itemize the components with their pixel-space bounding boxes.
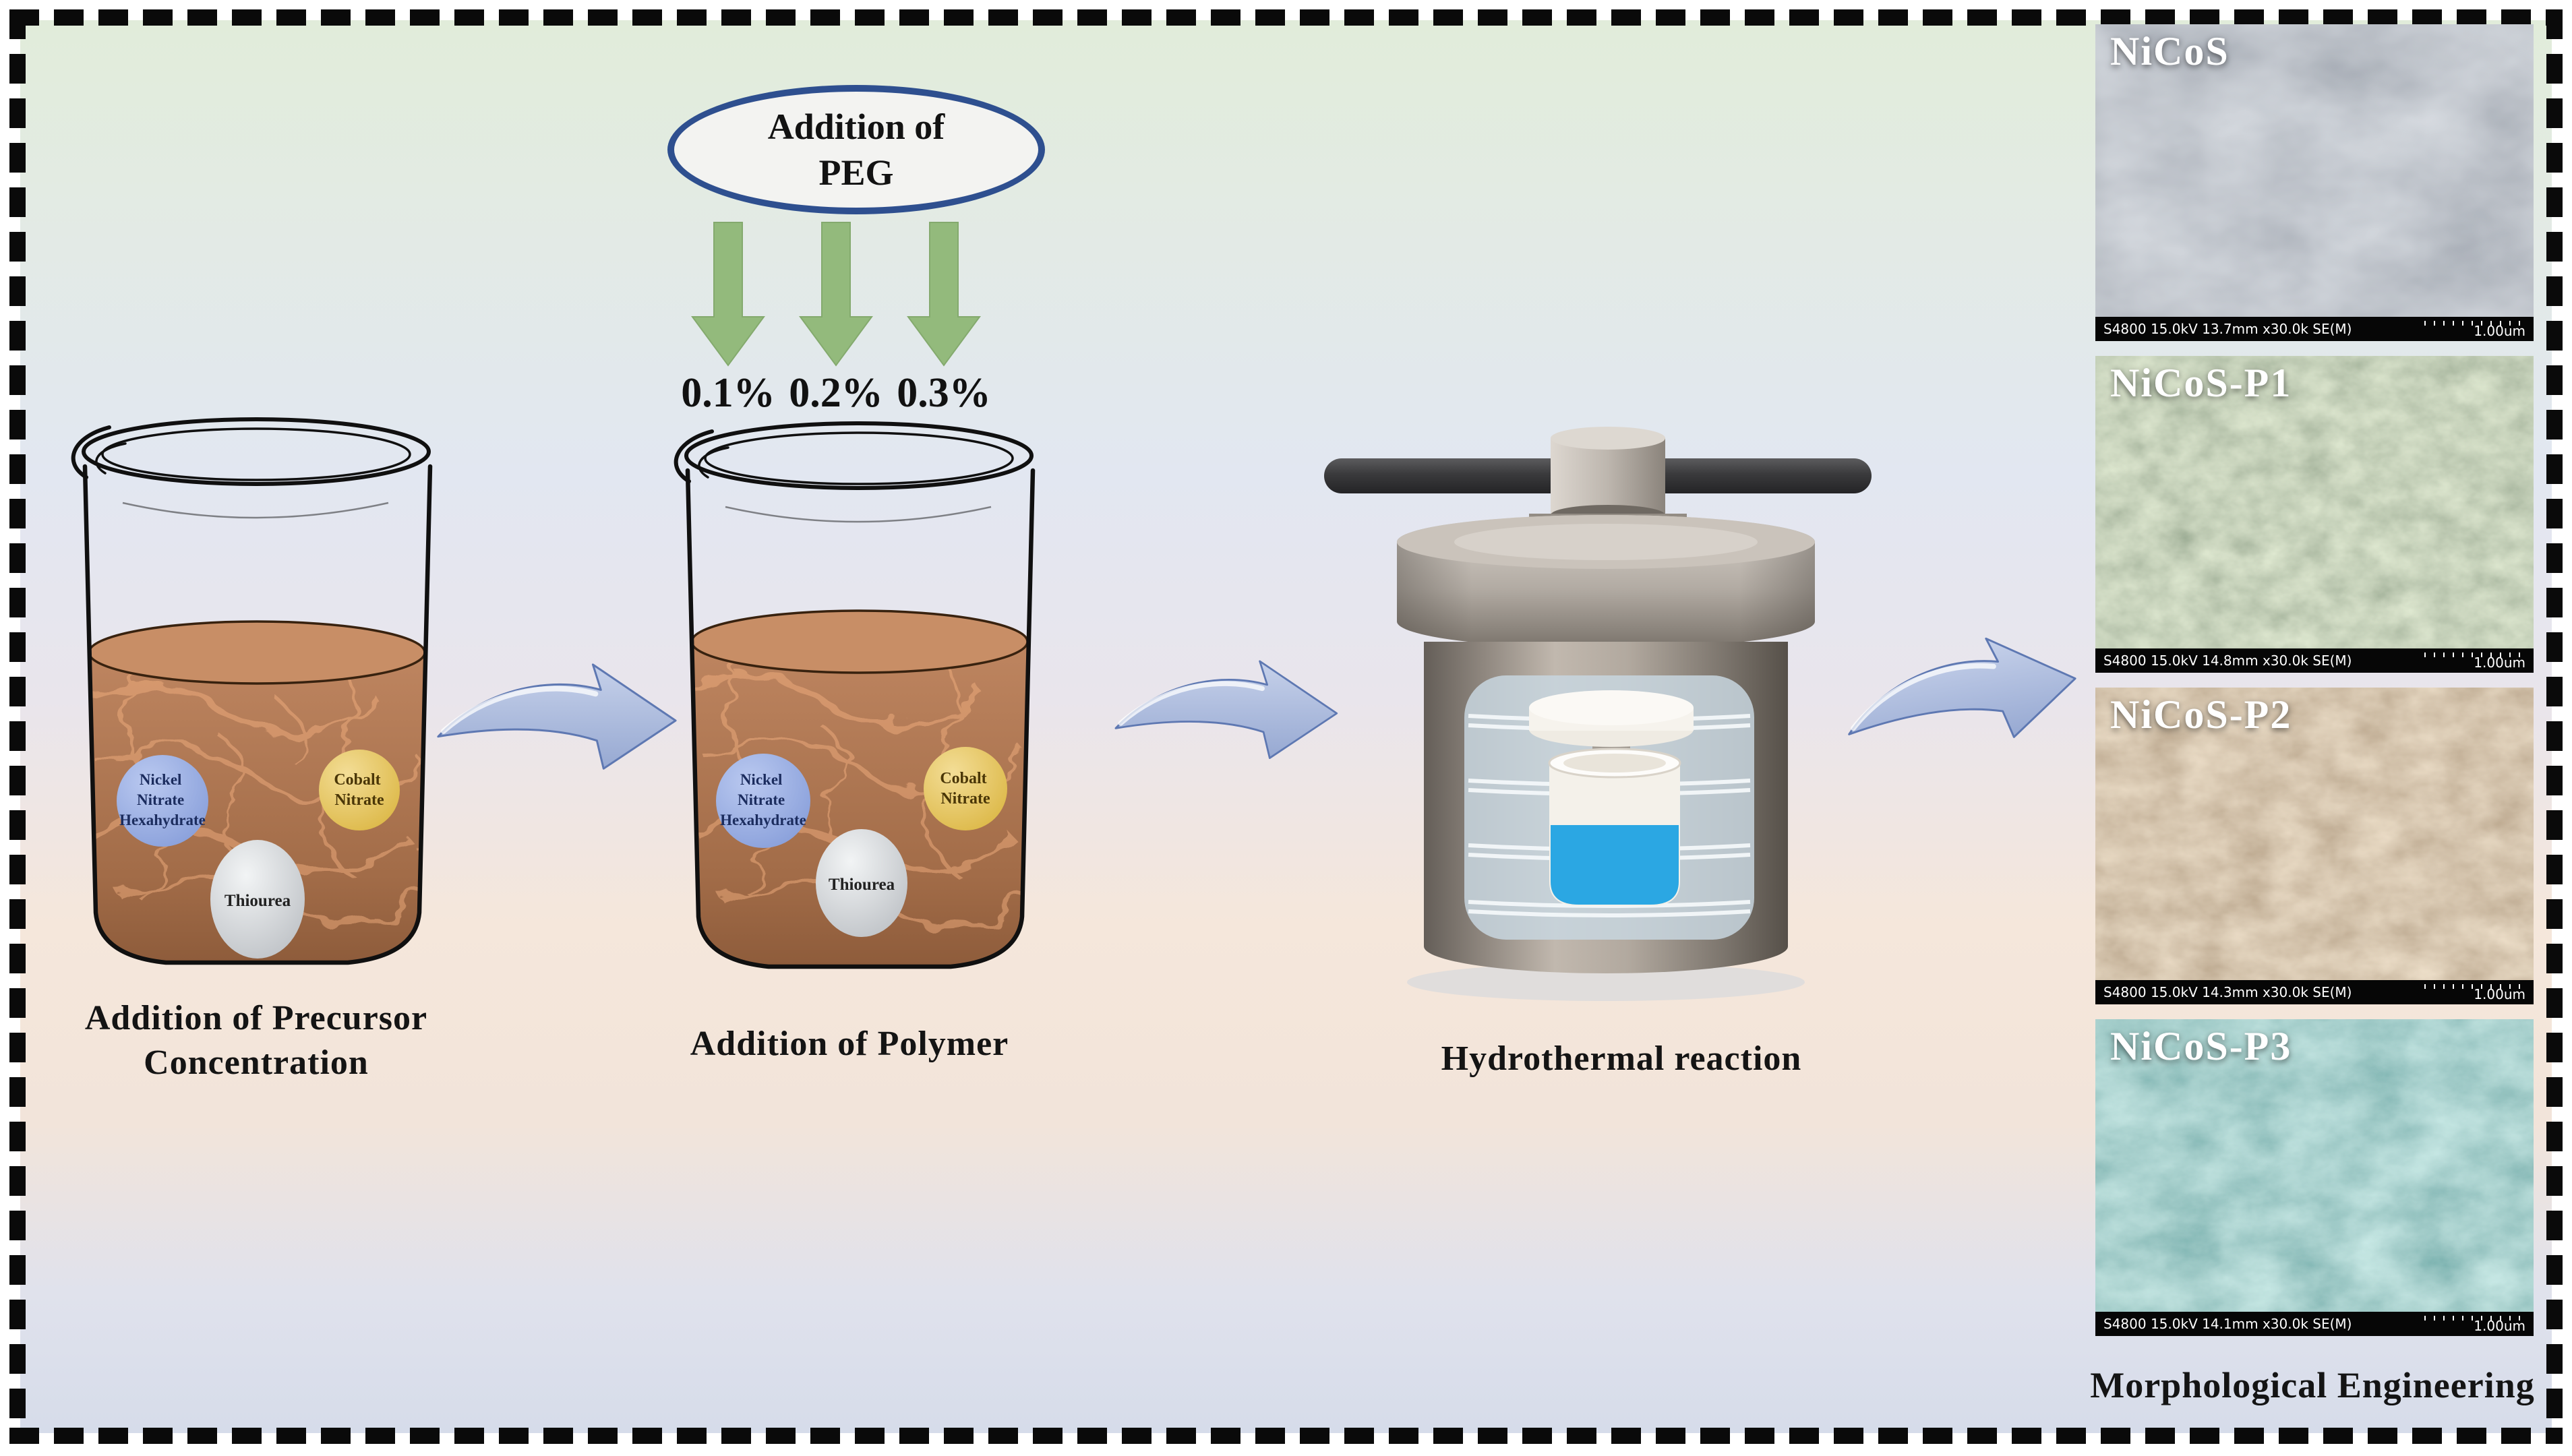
sem-meta: S4800 15.0kV 14.8mm x30.0k SE(M) [2103, 653, 2352, 669]
beaker-graduation-line [725, 506, 992, 523]
lid-knob [1551, 427, 1665, 525]
peg-bubble-line1: Addition of [767, 107, 945, 147]
sem-scale-text: 1.00um [2474, 655, 2525, 671]
sem-label: NiCoS-P3 [2110, 1024, 2292, 1068]
sem-label: NiCoS [2110, 29, 2230, 73]
sem-meta: S4800 15.0kV 14.1mm x30.0k SE(M) [2103, 1316, 2352, 1332]
thiourea-sphere [816, 829, 907, 937]
nickel-nitrate-sphere [117, 755, 208, 847]
sem-image-nicos-p3 [2095, 1019, 2534, 1312]
nickel-nitrate-label: Nickel Nitrate Hexahydrate [720, 771, 806, 828]
sem-scale: 1.00um [2424, 321, 2525, 339]
beaker2-caption: Addition of Polymer [690, 1025, 1009, 1063]
peg-addition-bubble: Addition of PEG [667, 85, 1045, 214]
autoclave-foot-shadow [1407, 963, 1805, 1001]
nickel-nitrate-sphere [716, 754, 810, 848]
sem-scale: 1.00um [2424, 1316, 2525, 1334]
teflon-cap [1529, 690, 1694, 747]
sem-image-nicos-p1 [2095, 356, 2534, 648]
sem-scale-text: 1.00um [2474, 986, 2525, 1002]
beaker-graduation-line [122, 502, 389, 519]
autoclave-lid [1397, 515, 1815, 648]
cobalt-nitrate-sphere [319, 750, 400, 830]
sem-column-caption: Morphological Engineering [2090, 1365, 2535, 1405]
sem-scale: 1.00um [2424, 984, 2525, 1002]
reaction-liquid [1551, 825, 1679, 905]
peg-percent-0.2: 0.2% [789, 370, 883, 416]
down-arrow-icon [799, 222, 873, 367]
sem-meta: S4800 15.0kV 13.7mm x30.0k SE(M) [2103, 321, 2352, 337]
beaker-rim-outer [82, 417, 431, 486]
sem-label: NiCoS-P1 [2110, 361, 2292, 405]
scale-ruler-icon [2424, 653, 2525, 657]
curved-arrow-icon [1107, 653, 1343, 770]
thiourea-label: Thiourea [829, 876, 895, 894]
beaker-glass-outline [82, 464, 433, 965]
sem-panel-nicos-p2: NiCoS-P2 S4800 15.0kV 14.3mm x30.0k SE(M… [2095, 688, 2534, 1004]
beaker-rim-inner [101, 427, 411, 481]
curved-arrow-icon [429, 655, 682, 782]
down-arrow-icon [907, 222, 981, 367]
beaker1-caption-line2: Concentration [144, 1043, 369, 1082]
beaker-precursor-icon: Nickel Nitrate Hexahydrate Cobalt Nitrat… [71, 417, 433, 965]
sem-panel-nicos-p1: NiCoS-P1 S4800 15.0kV 14.8mm x30.0k SE(M… [2095, 356, 2534, 673]
scale-ruler-icon [2424, 321, 2525, 326]
peg-percent-0.1: 0.1% [681, 370, 775, 416]
sem-image-nicos-p2 [2095, 688, 2534, 980]
peg-bubble-line2: PEG [818, 152, 894, 193]
sem-image-nicos [2095, 24, 2534, 317]
cobalt-nitrate-label: Cobalt Nitrate [940, 770, 990, 808]
dashed-border-left [9, 9, 26, 1444]
autoclave-caption: Hydrothermal reaction [1441, 1039, 1802, 1078]
beaker-spout-inner [95, 442, 127, 475]
thiourea-sphere [210, 840, 305, 959]
sem-status-bar: S4800 15.0kV 14.8mm x30.0k SE(M) 1.00um [2095, 648, 2534, 673]
sem-status-bar: S4800 15.0kV 13.7mm x30.0k SE(M) 1.00um [2095, 317, 2534, 341]
beaker1-caption-line1: Addition of Precursor [84, 999, 428, 1037]
cobalt-nitrate-label: Cobalt Nitrate [334, 771, 384, 809]
peg-percent-0.3: 0.3% [897, 370, 991, 416]
sem-panel-nicos: NiCoS S4800 15.0kV 13.7mm x30.0k SE(M) 1… [2095, 24, 2534, 341]
beaker-polymer-icon: Nickel Nitrate Hexahydrate Cobalt Nitrat… [674, 421, 1036, 969]
sem-status-bar: S4800 15.0kV 14.1mm x30.0k SE(M) 1.00um [2095, 1312, 2534, 1336]
sem-meta: S4800 15.0kV 14.3mm x30.0k SE(M) [2103, 984, 2352, 1000]
beaker-glass-outline [685, 468, 1036, 969]
solution-surface [690, 609, 1029, 674]
beaker1-caption: Addition of Precursor Concentration [27, 996, 485, 1085]
dashed-border-bottom [9, 1428, 2563, 1444]
beaker-spout-inner [698, 446, 729, 479]
dashed-border-right [2546, 9, 2563, 1444]
teflon-cup [1548, 748, 1681, 906]
scale-ruler-icon [2424, 1316, 2525, 1321]
beaker-spout-outer [71, 425, 111, 479]
sem-label: NiCoS-P2 [2110, 692, 2292, 737]
beaker-rim-inner [704, 431, 1014, 485]
nickel-nitrate-label: Nickel Nitrate Hexahydrate [119, 771, 206, 828]
beaker-rim-outer [684, 421, 1034, 490]
dashed-border-top [9, 9, 2563, 26]
beaker-spout-outer [674, 429, 714, 483]
thiourea-label: Thiourea [225, 892, 291, 910]
sem-status-bar: S4800 15.0kV 14.3mm x30.0k SE(M) 1.00um [2095, 980, 2534, 1004]
sem-panel-nicos-p3: NiCoS-P3 S4800 15.0kV 14.1mm x30.0k SE(M… [2095, 1019, 2534, 1336]
scale-ruler-icon [2424, 984, 2525, 989]
sem-scale-text: 1.00um [2474, 323, 2525, 339]
autoclave-icon [1324, 427, 1872, 1001]
cobalt-nitrate-sphere [924, 747, 1007, 830]
solution-surface [88, 620, 426, 685]
down-arrow-icon [691, 222, 765, 367]
sem-scale: 1.00um [2424, 653, 2525, 669]
sem-scale-text: 1.00um [2474, 1318, 2525, 1334]
